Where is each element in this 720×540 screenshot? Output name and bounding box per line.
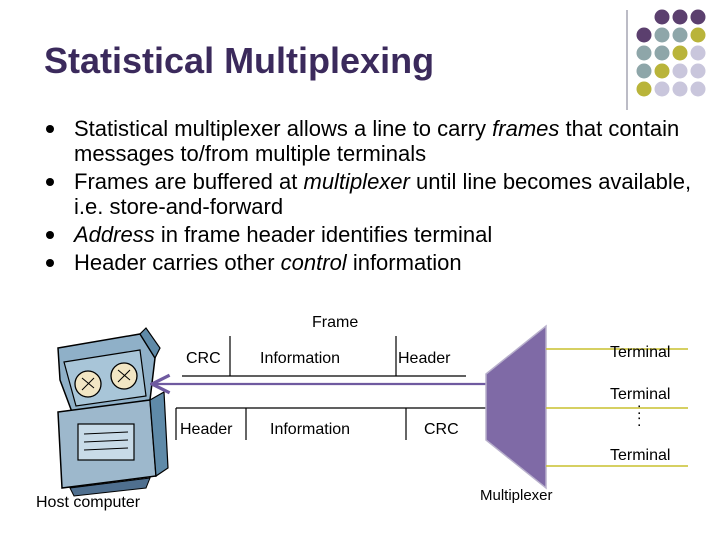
host-computer-icon — [57, 327, 169, 497]
bullet-item: Frames are buffered at multiplexer until… — [42, 169, 692, 219]
host-computer-label: Host computer — [36, 494, 141, 511]
slide-title: Statistical Multiplexing — [44, 40, 435, 81]
bullet-item: Statistical multiplexer allows a line to… — [42, 116, 692, 166]
frame-label: Frame — [312, 314, 358, 331]
multiplexer-label: Multiplexer — [480, 487, 553, 504]
bullet-item: Header carries other control information — [42, 250, 692, 275]
lower-frame-header-field: Header — [180, 421, 233, 438]
terminal-label: Terminal — [610, 344, 670, 361]
multiplexer-shape — [485, 324, 547, 490]
bullet-text: Address in frame header identifies termi… — [74, 222, 493, 247]
bullet-dot-icon — [46, 259, 54, 267]
bullet-dot-icon — [46, 125, 54, 133]
bullet-text: Frames are buffered at multiplexer until… — [74, 169, 692, 219]
upper-frame: CRC Information Header — [182, 336, 466, 377]
bullet-text: Statistical multiplexer allows a line to… — [74, 116, 680, 166]
bullet-list: Statistical multiplexer allows a line to… — [42, 116, 692, 278]
upper-frame-crc-field: CRC — [186, 350, 221, 367]
terminal-ellipsis: : — [637, 413, 641, 430]
lower-frame-information-field: Information — [270, 421, 350, 438]
upper-frame-header-field: Header — [398, 350, 451, 367]
terminal-label: Terminal — [610, 447, 670, 464]
terminal-label: Terminal — [610, 386, 670, 403]
terminal-ellipsis: : — [637, 401, 641, 418]
bullet-dot-icon — [46, 178, 54, 186]
bullet-text: Header carries other control information — [74, 250, 462, 275]
upper-frame-information-field: Information — [260, 350, 340, 367]
lower-frame-crc-field: CRC — [424, 421, 459, 438]
bullet-dot-icon — [46, 231, 54, 239]
lower-frame: Header Information CRC — [175, 407, 486, 440]
bullet-item: Address in frame header identifies termi… — [42, 222, 692, 247]
